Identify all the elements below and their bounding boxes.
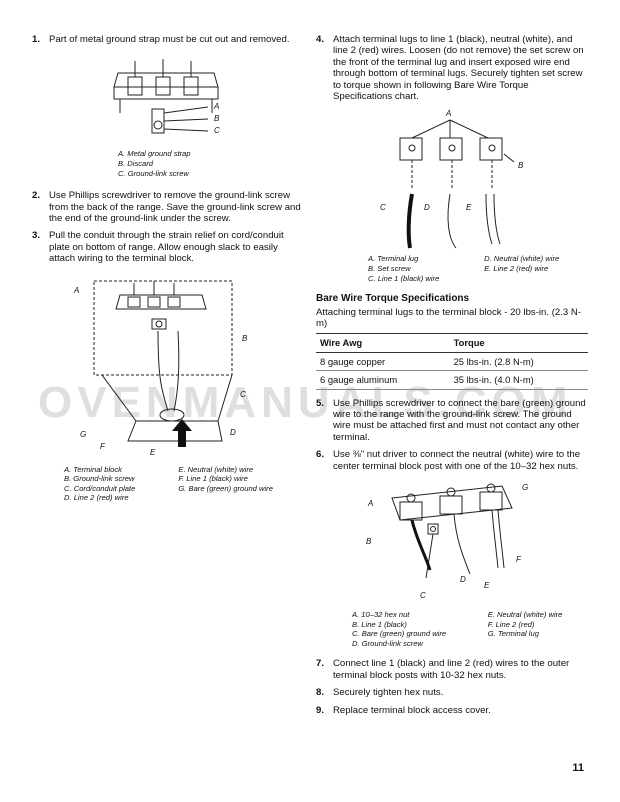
caption-line: F. Line 1 (black) wire [178,474,248,484]
caption-line: C. Bare (green) ground wire [352,629,447,639]
step-number: 1. [32,34,41,45]
step-6: 6. Use ⅜" nut driver to connect the neut… [316,449,590,472]
fig1-label-a: A [214,102,220,112]
torque-table-title: Bare Wire Torque Specifications [316,293,470,305]
fig4-label-f: F [516,555,521,565]
fig2-caption: A. Terminal block B. Ground-link screw C… [32,465,302,503]
right-column: 4. Attach terminal lugs to line 1 (black… [316,34,590,722]
hex-nut-illustration [391,483,513,579]
fig3-label-a: A [446,109,452,119]
table-header-row: Wire Awg Torque [316,333,588,353]
fig4-label-d: D [460,575,466,585]
step-8: 8. Securely tighten hex nuts. [316,687,590,698]
fig4-label-a: A [368,499,374,509]
fig4-label-e: E [484,581,490,591]
step-text: Use Phillips screwdriver to remove the g… [49,190,301,224]
caption-line: A. Metal ground strap [118,149,191,159]
fig3-caption: A. Terminal lug B. Set screw C. Line 1 (… [316,254,590,283]
table-row: 8 gauge copper 25 lbs-in. (2.8 N-m) [316,352,588,372]
caption-line: A. 10–32 hex nut [352,610,410,620]
torque-table-subtitle: Attaching terminal lugs to the terminal … [316,306,582,330]
step-text: Attach terminal lugs to line 1 (black), … [333,34,584,103]
figure-hex-nuts: A B C D E F G [316,478,590,610]
fig2-label-d: D [230,427,236,437]
step-text: Use Phillips screwdriver to connect the … [333,397,586,443]
fig4-label-c: C [420,591,426,601]
caption-line: B. Discard [118,159,154,168]
step-text: Pull the conduit through the strain reli… [49,230,284,265]
fig2-label-b: B [242,333,248,343]
fig4-caption: A. 10–32 hex nut B. Line 1 (black) C. Ba… [316,610,590,648]
step-9: 9. Replace terminal block access cover. [316,705,590,716]
table-cell: 35 lbs-in. (4.0 N-m) [449,370,588,390]
fig2-label-f: F [100,441,105,451]
insert-arrow-icon [172,418,192,447]
step-number: 4. [316,34,325,45]
table-row: 6 gauge aluminum 35 lbs-in. (4.0 N-m) [316,370,588,390]
step-text: Part of metal ground strap must be cut o… [49,34,290,45]
figure-terminal-lugs: A B C D E [316,108,590,254]
caption-line: C. Ground-link screw [118,168,189,178]
step-text: Securely tighten hex nuts. [333,687,444,699]
caption-line: D. Neutral (white) wire [484,254,560,264]
column-header: Torque [449,333,588,353]
table-cell: 6 gauge aluminum [316,370,450,390]
fig2-label-g: G [80,429,87,439]
step-text: Use ⅜" nut driver to connect the neutral… [333,449,581,472]
fig3-label-b: B [518,161,524,171]
step-1: 1. Part of metal ground strap must be cu… [32,34,302,45]
caption-line: B. Set screw [368,264,411,274]
fig3-label-d: D [424,203,430,213]
caption-line: E. Line 2 (red) wire [484,264,549,274]
step-text: Replace terminal block access cover. [333,704,491,716]
torque-table: Wire Awg Torque 8 gauge copper 25 lbs-in… [316,333,588,390]
caption-line: D. Ground-link screw [352,638,423,648]
terminal-block-illustration [93,280,233,447]
figure-ground-strap: A B C [32,51,302,149]
caption-line: A. Terminal block [64,464,122,474]
caption-line: E. Neutral (white) wire [178,464,254,474]
step-5: 5. Use Phillips screwdriver to connect t… [316,398,590,444]
table-cell: 25 lbs-in. (2.8 N-m) [449,352,588,372]
step-number: 6. [316,449,325,461]
caption-line: B. Ground-link screw [64,474,135,484]
page-number: 11 [572,762,584,774]
fig1-label-c: C [214,126,220,136]
step-7: 7. Connect line 1 (black) and line 2 (re… [316,658,590,681]
left-column: 1. Part of metal ground strap must be cu… [32,34,302,503]
fig2-label-c: C [240,389,246,399]
step-number: 5. [316,397,325,409]
column-header: Wire Awg [316,333,450,353]
step-2: 2. Use Phillips screwdriver to remove th… [32,190,302,224]
step-number: 3. [32,230,41,242]
table-cell: 8 gauge copper [316,352,450,372]
ground-strap-illustration [113,59,219,134]
fig1-caption: A. Metal ground strap B. Discard C. Grou… [32,149,302,178]
fig1-label-b: B [214,114,220,124]
caption-line: A. Terminal lug [368,254,419,264]
caption-line: B. Line 1 (black) [352,619,407,629]
caption-line: F. Line 2 (red) [487,619,535,629]
fig3-label-c: C [380,203,386,213]
terminal-lugs-illustration [399,119,515,249]
step-number: 9. [316,704,325,716]
figure-terminal-block: A B C D E F G [32,271,302,461]
step-4: 4. Attach terminal lugs to line 1 (black… [316,34,590,102]
step-3: 3. Pull the conduit through the strain r… [32,230,302,264]
caption-line: G. Terminal lug [487,629,539,639]
fig4-label-g: G [522,483,529,493]
fig3-label-e: E [466,203,472,213]
caption-line: G. Bare (green) ground wire [178,483,273,493]
step-number: 8. [316,687,325,699]
fig2-label-e: E [150,447,156,457]
caption-line: D. Line 2 (red) wire [64,493,129,503]
fig4-label-b: B [366,537,372,547]
step-text: Connect line 1 (black) and line 2 (red) … [333,658,570,681]
fig2-label-a: A [74,285,80,295]
step-number: 2. [32,190,41,202]
caption-line: E. Neutral (white) wire [487,610,563,620]
caption-line: C. Cord/conduit plate [64,483,136,493]
step-number: 7. [316,658,325,670]
caption-line: C. Line 1 (black) wire [368,273,440,283]
